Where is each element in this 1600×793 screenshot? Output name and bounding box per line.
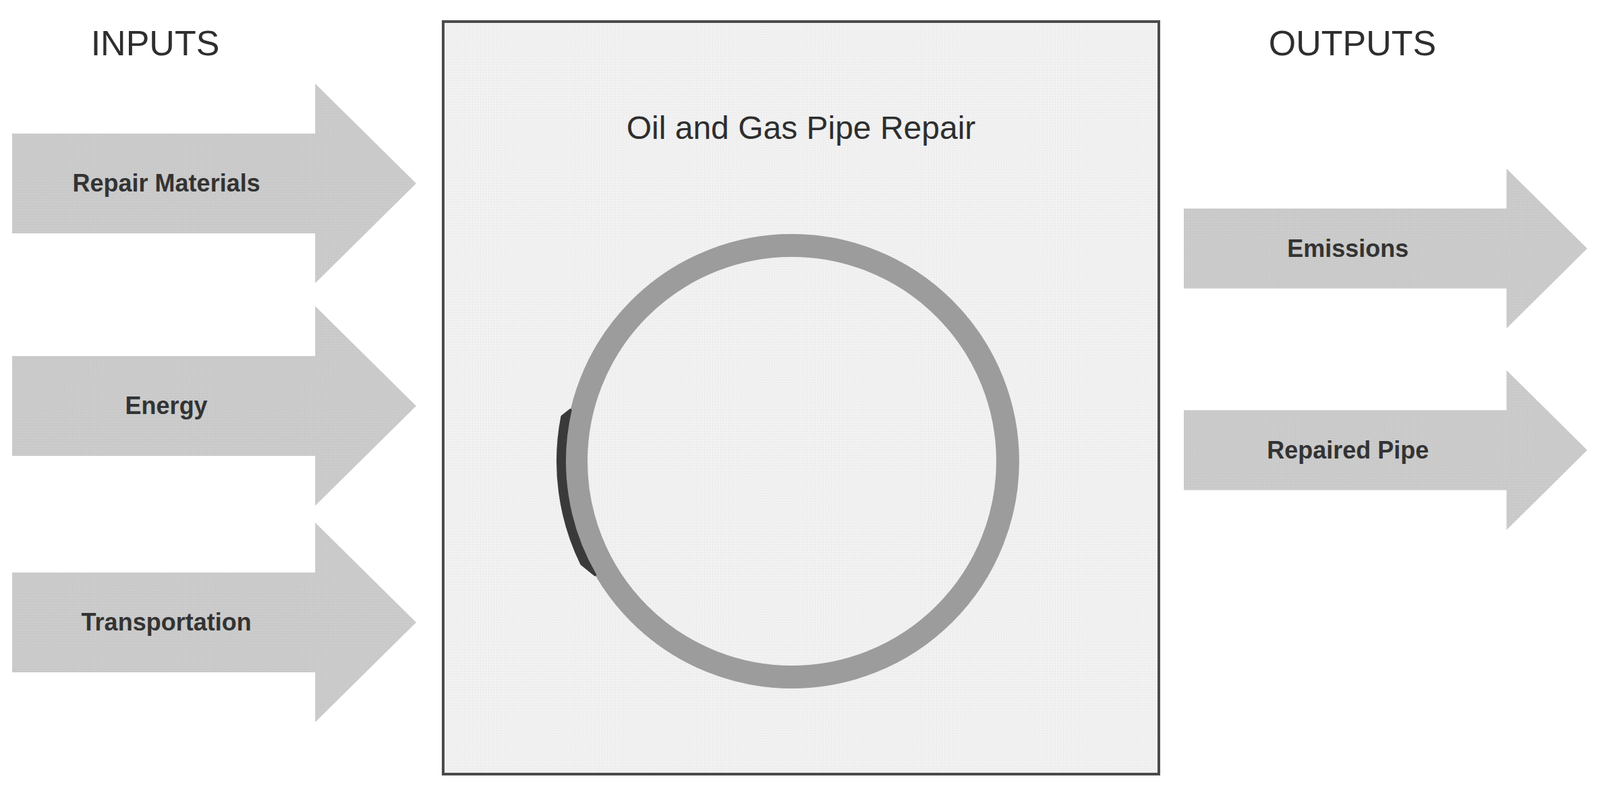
arrow-shape xyxy=(12,306,417,506)
flow-arrow: Emissions xyxy=(1183,168,1588,329)
arrow-body xyxy=(12,306,417,506)
arrow-label: Repaired Pipe xyxy=(1266,436,1429,465)
section-heading: OUTPUTS xyxy=(1268,22,1437,64)
box-heading: Oil and Gas Pipe Repair xyxy=(441,109,1161,147)
flow-arrow: Energy xyxy=(12,306,417,506)
repair-patch xyxy=(557,410,595,575)
arrow-label: Repair Materials xyxy=(72,169,261,198)
arrow-body xyxy=(1183,168,1588,329)
process-box: Oil and Gas Pipe Repair xyxy=(441,20,1161,776)
pipe-ring xyxy=(576,245,1008,678)
arrow-label: Emissions xyxy=(1287,234,1409,264)
arrow-body xyxy=(1183,370,1588,531)
section-heading: INPUTS xyxy=(91,22,220,64)
arrow-body xyxy=(12,83,417,284)
arrow-body xyxy=(12,522,417,723)
flow-arrow: Repaired Pipe xyxy=(1183,370,1588,531)
arrow-label: Transportation xyxy=(81,608,252,637)
flow-arrow: Transportation xyxy=(12,522,417,723)
flow-arrow: Repair Materials xyxy=(12,83,417,284)
arrow-label: Energy xyxy=(125,391,208,421)
